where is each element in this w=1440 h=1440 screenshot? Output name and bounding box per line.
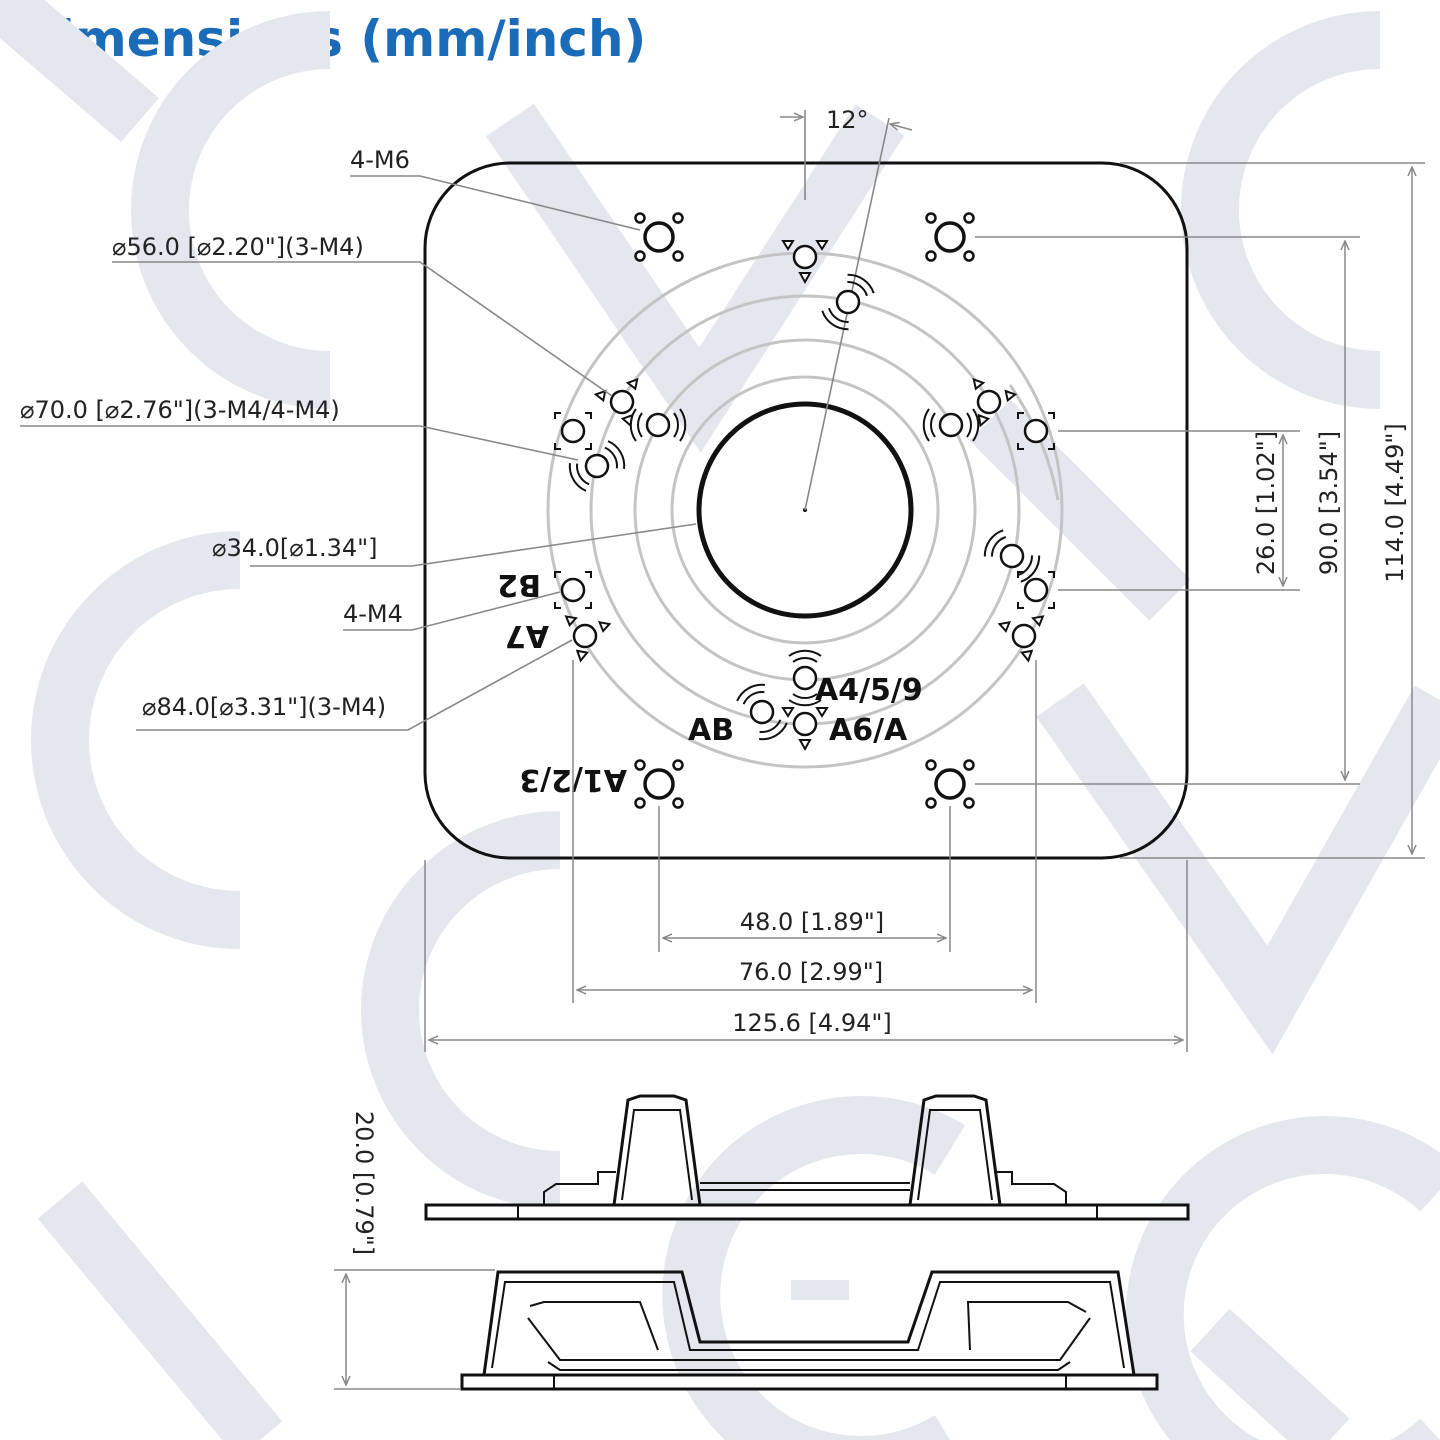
svg-text:125.6 [4.94"]: 125.6 [4.94"] xyxy=(732,1009,892,1037)
dim-side-height: 20.0 [0.79"] xyxy=(334,1111,495,1390)
label-b2: B2 xyxy=(497,567,541,602)
callout-d84: ⌀84.0[⌀3.31"](3-M4) xyxy=(136,639,573,731)
dim-h114: 114.0 [4.49"] xyxy=(1120,162,1425,859)
dim-h90: 90.0 [3.54"] xyxy=(975,236,1360,785)
base-plate-outline xyxy=(423,161,1189,860)
svg-text:⌀70.0 [⌀2.76"](3-M4/4-M4): ⌀70.0 [⌀2.76"](3-M4/4-M4) xyxy=(20,396,340,424)
angle-label: 12° xyxy=(826,106,869,134)
svg-text:⌀34.0[⌀1.34"]: ⌀34.0[⌀1.34"] xyxy=(212,534,378,562)
svg-text:4-M6: 4-M6 xyxy=(350,146,410,174)
top-view: 12° B2 A7 A1/2/3 A4/5/9 A6/A AB 4-M6 xyxy=(20,106,1425,1052)
ring-40 xyxy=(670,375,940,645)
svg-text:114.0 [4.49"]: 114.0 [4.49"] xyxy=(1381,423,1409,583)
callout-d56: ⌀56.0 [⌀2.20"](3-M4) xyxy=(112,233,613,397)
callout-4-m4: 4-M4 xyxy=(343,591,561,631)
page-title: Dimensions (mm/inch) xyxy=(16,10,647,68)
svg-text:26.0 [1.02"]: 26.0 [1.02"] xyxy=(1252,431,1280,575)
dim-w76: 76.0 [2.99"] xyxy=(572,660,1037,1003)
svg-text:4-M4: 4-M4 xyxy=(343,600,403,628)
dim-w48: 48.0 [1.89"] xyxy=(658,806,951,952)
callout-4-m6: 4-M6 xyxy=(350,146,641,231)
label-a7: A7 xyxy=(505,618,549,653)
center-hole xyxy=(696,401,914,619)
dim-w125: 125.6 [4.94"] xyxy=(424,860,1188,1052)
label-ab: AB xyxy=(688,713,734,748)
side-view-side xyxy=(460,1270,1159,1391)
dim-h26: 26.0 [1.02"] xyxy=(1058,430,1300,591)
callout-d70: ⌀70.0 [⌀2.76"](3-M4/4-M4) xyxy=(20,396,579,461)
side-view-front xyxy=(424,1094,1190,1221)
svg-text:⌀56.0 [⌀2.20"](3-M4): ⌀56.0 [⌀2.20"](3-M4) xyxy=(112,233,364,261)
svg-text:⌀84.0[⌀3.31"](3-M4): ⌀84.0[⌀3.31"](3-M4) xyxy=(142,693,386,721)
svg-text:90.0 [3.54"]: 90.0 [3.54"] xyxy=(1315,431,1343,575)
svg-text:48.0 [1.89"]: 48.0 [1.89"] xyxy=(740,908,884,936)
callout-d34: ⌀34.0[⌀1.34"] xyxy=(212,523,697,567)
label-a6a: A6/A xyxy=(829,713,908,748)
side-height-label: 20.0 [0.79"] xyxy=(350,1111,378,1255)
svg-text:76.0 [2.99"]: 76.0 [2.99"] xyxy=(739,958,883,986)
label-a459: A4/5/9 xyxy=(815,673,923,708)
